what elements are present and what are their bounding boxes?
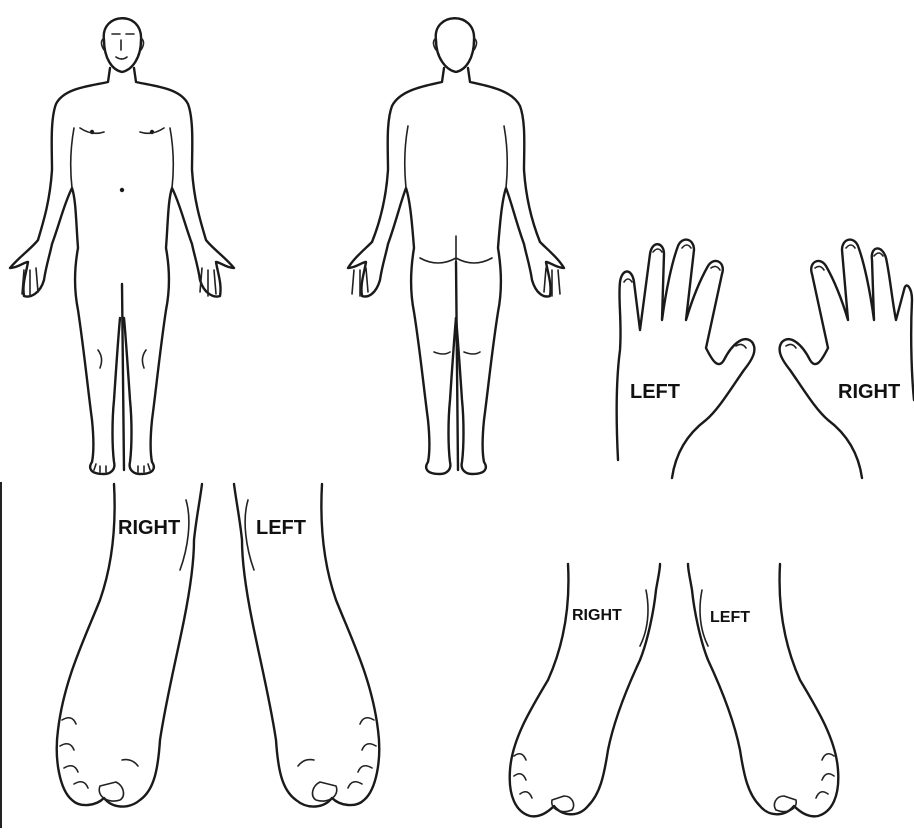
feet-small-right-label: RIGHT <box>572 607 622 624</box>
front-body-figure <box>10 18 234 474</box>
feet-small-diagram: RIGHT LEFT <box>510 564 839 816</box>
feet-small-left-label: LEFT <box>710 609 750 626</box>
feet-large-right-label: RIGHT <box>118 517 180 539</box>
hands-right-label: RIGHT <box>838 381 900 403</box>
left-edge-rule <box>0 482 2 828</box>
feet-large-left-label: LEFT <box>256 517 306 539</box>
feet-large-diagram: RIGHT LEFT <box>57 484 379 807</box>
hands-left-label: LEFT <box>630 381 680 403</box>
back-body-figure <box>348 18 564 474</box>
hands-diagram: LEFT RIGHT <box>617 240 914 478</box>
